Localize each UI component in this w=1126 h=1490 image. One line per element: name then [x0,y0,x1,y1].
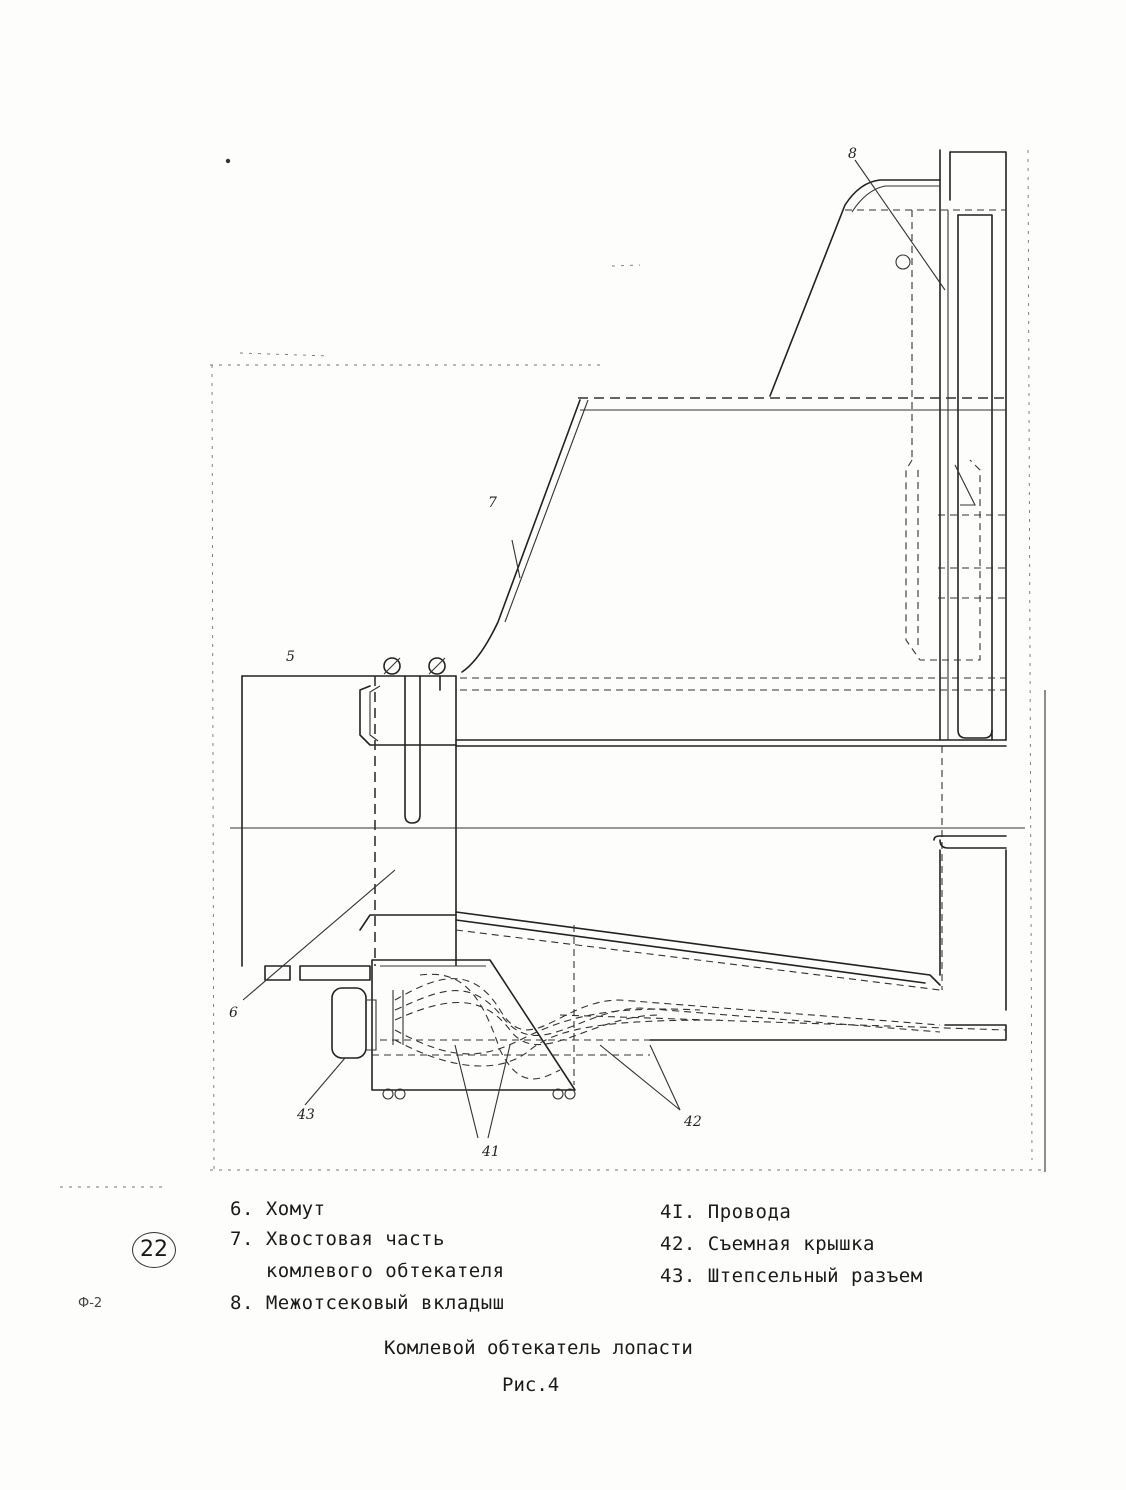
wires [392,973,941,1080]
callout-42: 42 [683,1114,702,1130]
callout-8: 8 [848,146,857,162]
removable-cover [264,959,650,1100]
plug-connector [331,987,377,1059]
callout-6: 6 [229,1005,238,1021]
callout-43: 43 [296,1107,315,1123]
legend-item-42: 42. Съемная крышка [660,1233,875,1255]
page-number: 22 [132,1232,176,1268]
form-code: Ф-2 [78,1296,103,1311]
legend-item-7: 7. Хвостовая часть [230,1228,445,1250]
legend-item-41: 4I. Провода [660,1201,792,1223]
callout-41: 41 [481,1144,500,1160]
legend-item-7-cont: комлевого обтекателя [230,1260,505,1282]
figure-title: Комлевой обтекатель лопасти [384,1337,693,1359]
legend-item-8: 8. Межотсековый вкладыш [230,1292,505,1314]
frame-left-line [211,364,215,1171]
wire-channel [359,911,1007,1085]
leader-lines [242,159,946,1139]
legend-item-6: 6. Хомут [230,1198,326,1220]
intersection-insert [845,149,1007,741]
root-body [230,657,1025,1011]
callout-5: 5 [286,649,295,665]
scan-marks [60,158,641,1188]
legend-item-43: 43. Штепсельный разъем [660,1265,923,1287]
figure-number: Рис.4 [502,1374,560,1396]
fairing-tail-section [460,179,1006,691]
edge-texture [1027,149,1033,1161]
callout-7: 7 [488,495,497,511]
